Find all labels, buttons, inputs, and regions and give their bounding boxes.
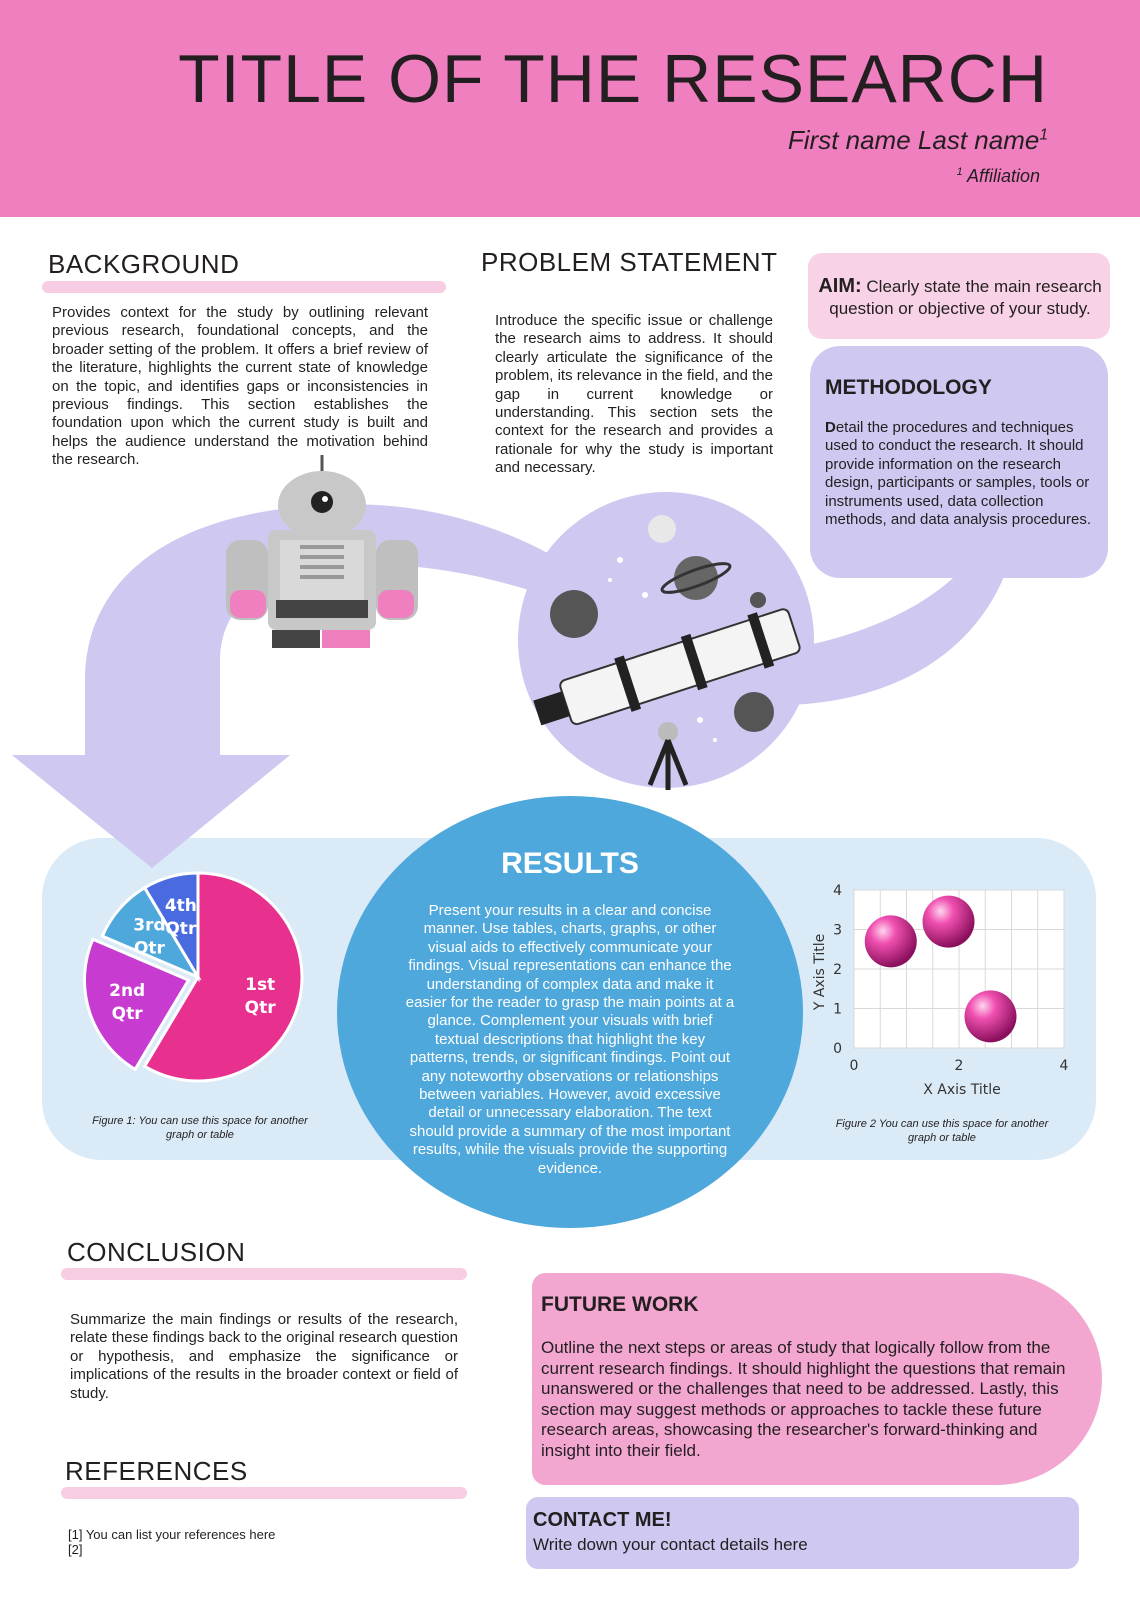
reference-item: [1] You can list your references here	[68, 1527, 276, 1542]
pie-slice	[82, 937, 191, 1072]
background-underline	[42, 281, 446, 293]
figure2-caption: Figure 2 You can use this space for anot…	[835, 1118, 1049, 1144]
future-work-box	[532, 1273, 1102, 1485]
scatter-point	[864, 915, 917, 968]
methodology-body: etail the procedures and techniques used…	[825, 419, 1091, 529]
future-work-text: Outline the next steps or areas of study…	[541, 1338, 1066, 1460]
aim-statement: AIM: Clearly state the main research que…	[812, 275, 1108, 320]
y-tick-label: 1	[833, 1002, 842, 1018]
affiliation-text: Affiliation	[966, 166, 1040, 186]
ribbon-arrowhead	[12, 755, 290, 868]
ribbon-path-right	[780, 560, 1010, 705]
x-axis-title: X Axis Title	[923, 1082, 1001, 1098]
methodology-initial: D	[825, 419, 836, 436]
references-underline	[61, 1487, 467, 1499]
pie-slice	[142, 871, 200, 983]
results-text: Present your results in a clear and conc…	[405, 902, 735, 1177]
y-tick-label: 2	[833, 962, 842, 978]
conclusion-heading: CONCLUSION	[67, 1237, 246, 1267]
scatter-point	[922, 895, 975, 948]
problem-heading: PROBLEM STATEMENT	[481, 247, 778, 277]
aim-text: Clearly state the main research question…	[829, 277, 1102, 318]
aim-box	[808, 253, 1110, 339]
conclusion-underline	[61, 1268, 467, 1280]
y-tick-label: 4	[833, 883, 842, 899]
methodology-box	[810, 346, 1108, 578]
affiliation-superscript: 1	[956, 166, 963, 178]
robot-icon	[226, 455, 418, 648]
author-superscript: 1	[1039, 126, 1048, 144]
scatter-point	[964, 990, 1017, 1043]
affiliation: 1 Affiliation	[957, 166, 1040, 187]
x-tick-label: 2	[955, 1058, 964, 1074]
header-banner	[0, 0, 1140, 217]
y-axis-title: Y Axis Title	[812, 934, 828, 1012]
methodology-heading: METHODOLOGY	[825, 376, 992, 399]
contact-box	[526, 1497, 1079, 1569]
results-heading: RESULTS	[501, 847, 639, 880]
y-tick-label: 3	[833, 923, 842, 939]
aim-label: AIM:	[818, 275, 862, 297]
scatter-chart: 0 1 2 3 4 0 2 4 X Axis Title Y Axis Title	[812, 883, 1069, 1098]
background-text: Provides context for the study by outlin…	[52, 304, 428, 469]
background-heading: BACKGROUND	[48, 249, 240, 279]
reference-item: [2]	[68, 1542, 83, 1557]
y-tick-label: 0	[833, 1041, 842, 1057]
author-name-text: First name Last name	[787, 125, 1040, 155]
future-work-heading: FUTURE WORK	[541, 1293, 699, 1316]
x-tick-label: 4	[1060, 1058, 1069, 1074]
conclusion-text: Summarize the main findings or results o…	[70, 1311, 458, 1402]
results-circle	[337, 796, 803, 1228]
references-heading: REFERENCES	[65, 1456, 248, 1486]
figure1-caption: Figure 1: You can use this space for ano…	[92, 1115, 308, 1141]
telescope-illustration	[533, 515, 801, 790]
references-list: [1] You can list your references here [2…	[68, 1527, 275, 1557]
methodology-text: Detail the procedures and techniques use…	[825, 419, 1097, 529]
pie-slice	[142, 871, 304, 1083]
x-tick-label: 0	[850, 1058, 859, 1074]
poster-title: TITLE OF THE RESEARCH	[178, 41, 1048, 117]
contact-heading: CONTACT ME!	[533, 1509, 672, 1531]
author-name: First name Last name1	[788, 125, 1048, 156]
contact-details: Write down your contact details here	[533, 1535, 808, 1554]
problem-text: Introduce the specific issue or challeng…	[495, 312, 773, 477]
